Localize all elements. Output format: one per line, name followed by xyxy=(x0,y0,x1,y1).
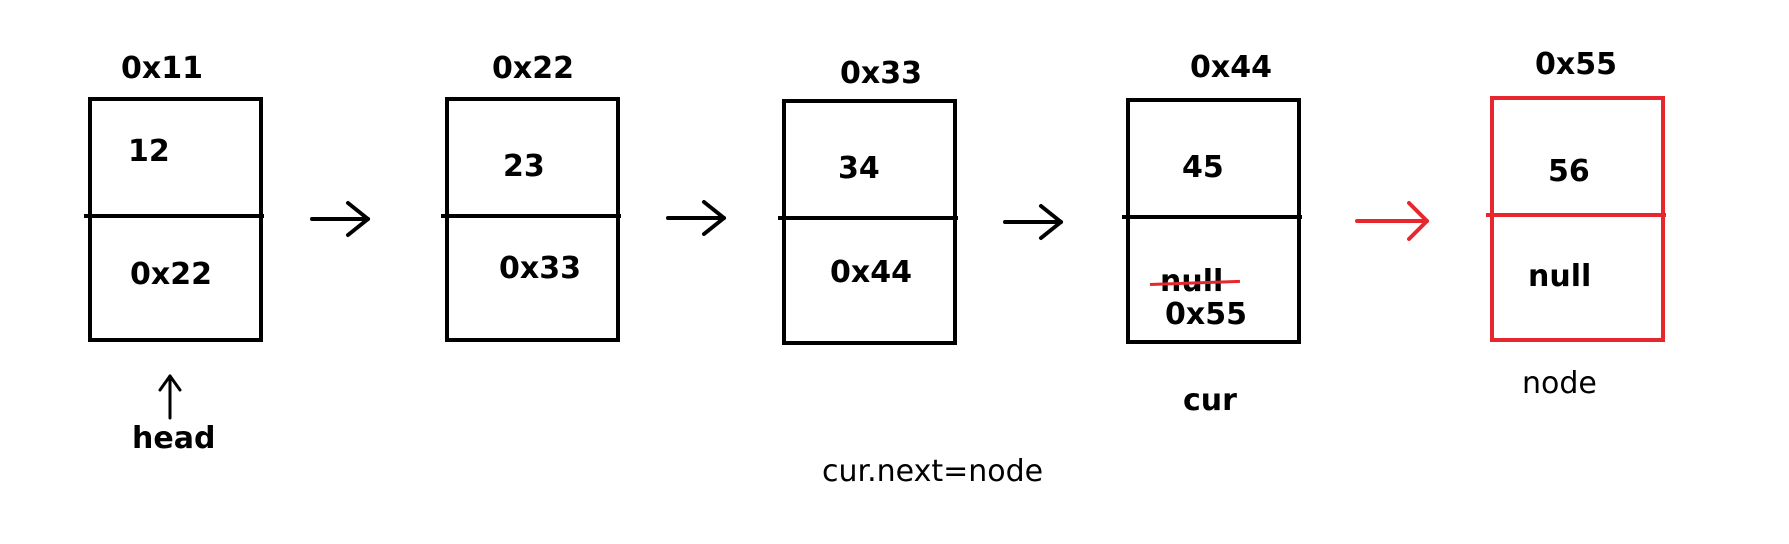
head-label: head xyxy=(132,421,216,456)
node-5-value: 56 xyxy=(1548,154,1590,189)
arrow-icon xyxy=(666,200,726,236)
node-3-box xyxy=(782,99,957,345)
red-arrow-icon xyxy=(1355,201,1429,241)
node-4-divider xyxy=(1122,215,1302,219)
node-3-value: 34 xyxy=(838,151,880,186)
cur-label: cur xyxy=(1183,383,1237,418)
node-4-value: 45 xyxy=(1182,150,1224,185)
node-2-box xyxy=(445,97,620,342)
node-5-address: 0x55 xyxy=(1535,47,1617,82)
node-1-next: 0x22 xyxy=(130,257,212,292)
node-2-value: 23 xyxy=(503,149,545,184)
node-5-next: null xyxy=(1528,259,1592,294)
node-1-divider xyxy=(84,214,264,218)
node-1-address: 0x11 xyxy=(121,51,203,86)
node-1-value: 12 xyxy=(128,134,170,169)
node-4-address: 0x44 xyxy=(1190,50,1272,85)
node-2-next: 0x33 xyxy=(499,251,581,286)
node-3-next: 0x44 xyxy=(830,255,912,290)
node-4-box xyxy=(1126,98,1301,344)
node-5-box xyxy=(1490,96,1665,342)
arrow-icon xyxy=(1003,204,1063,240)
arrow-icon xyxy=(310,201,370,237)
node-label: node xyxy=(1522,366,1597,401)
node-3-address: 0x33 xyxy=(840,56,922,91)
node-5-divider xyxy=(1486,213,1666,217)
caption: cur.next=node xyxy=(822,454,1044,489)
up-arrow-icon xyxy=(158,374,182,420)
node-3-divider xyxy=(778,216,958,220)
node-2-address: 0x22 xyxy=(492,51,574,86)
node-4-next-new: 0x55 xyxy=(1165,297,1247,332)
node-1-box xyxy=(88,97,263,342)
node-2-divider xyxy=(441,214,621,218)
